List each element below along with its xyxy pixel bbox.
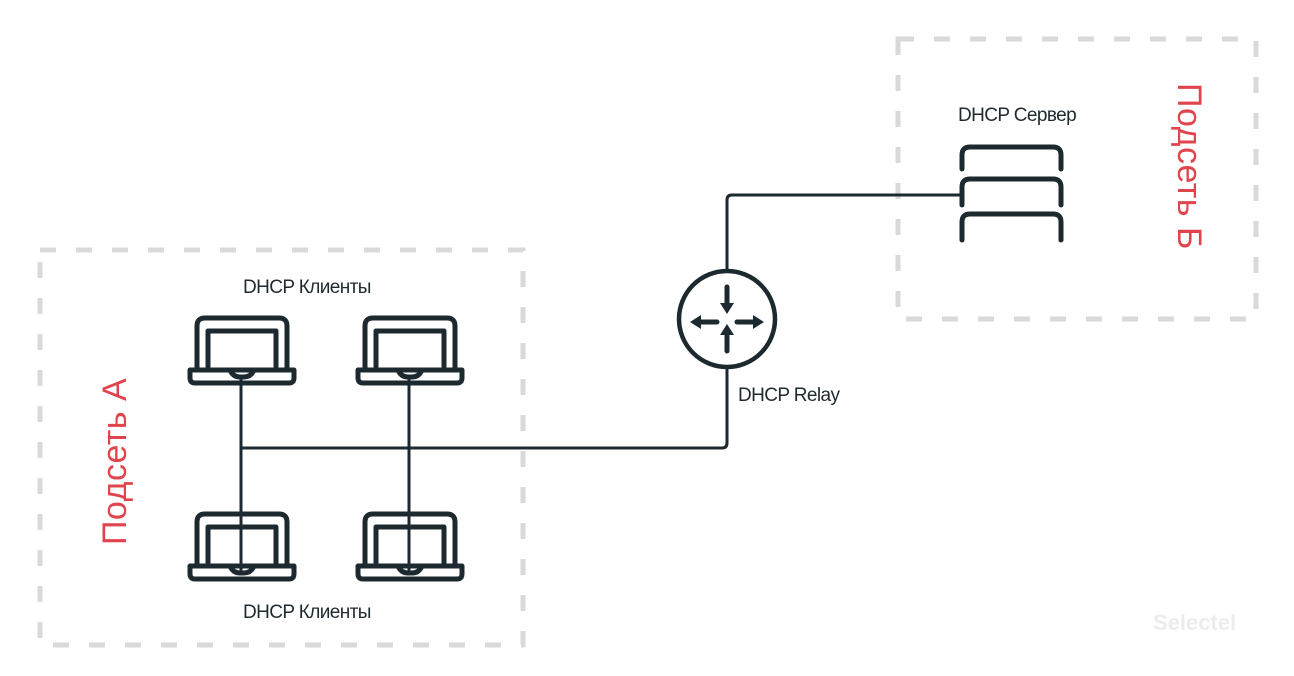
laptop-icon xyxy=(187,511,297,582)
link-bus-to-relay xyxy=(241,365,729,450)
clients-top-label: DHCP Клиенты xyxy=(243,277,371,298)
router-icon xyxy=(676,268,778,370)
network-links xyxy=(239,193,962,575)
laptop-icon xyxy=(355,511,465,582)
subnet-a-label: Подсеть А xyxy=(96,378,134,545)
relay-label: DHCP Relay xyxy=(738,385,840,406)
server-stack-icon xyxy=(959,144,1064,243)
subnet-b-label: Подсеть Б xyxy=(1170,83,1208,250)
clients-bottom-label: DHCP Клиенты xyxy=(243,602,371,623)
server-label: DHCP Сервер xyxy=(958,105,1076,126)
link-relay-to-server xyxy=(725,193,962,272)
laptop-icon xyxy=(187,315,297,386)
subnet-a-box xyxy=(37,247,526,648)
selectel-watermark: Selectel xyxy=(1153,610,1236,635)
laptop-icon xyxy=(355,315,465,386)
